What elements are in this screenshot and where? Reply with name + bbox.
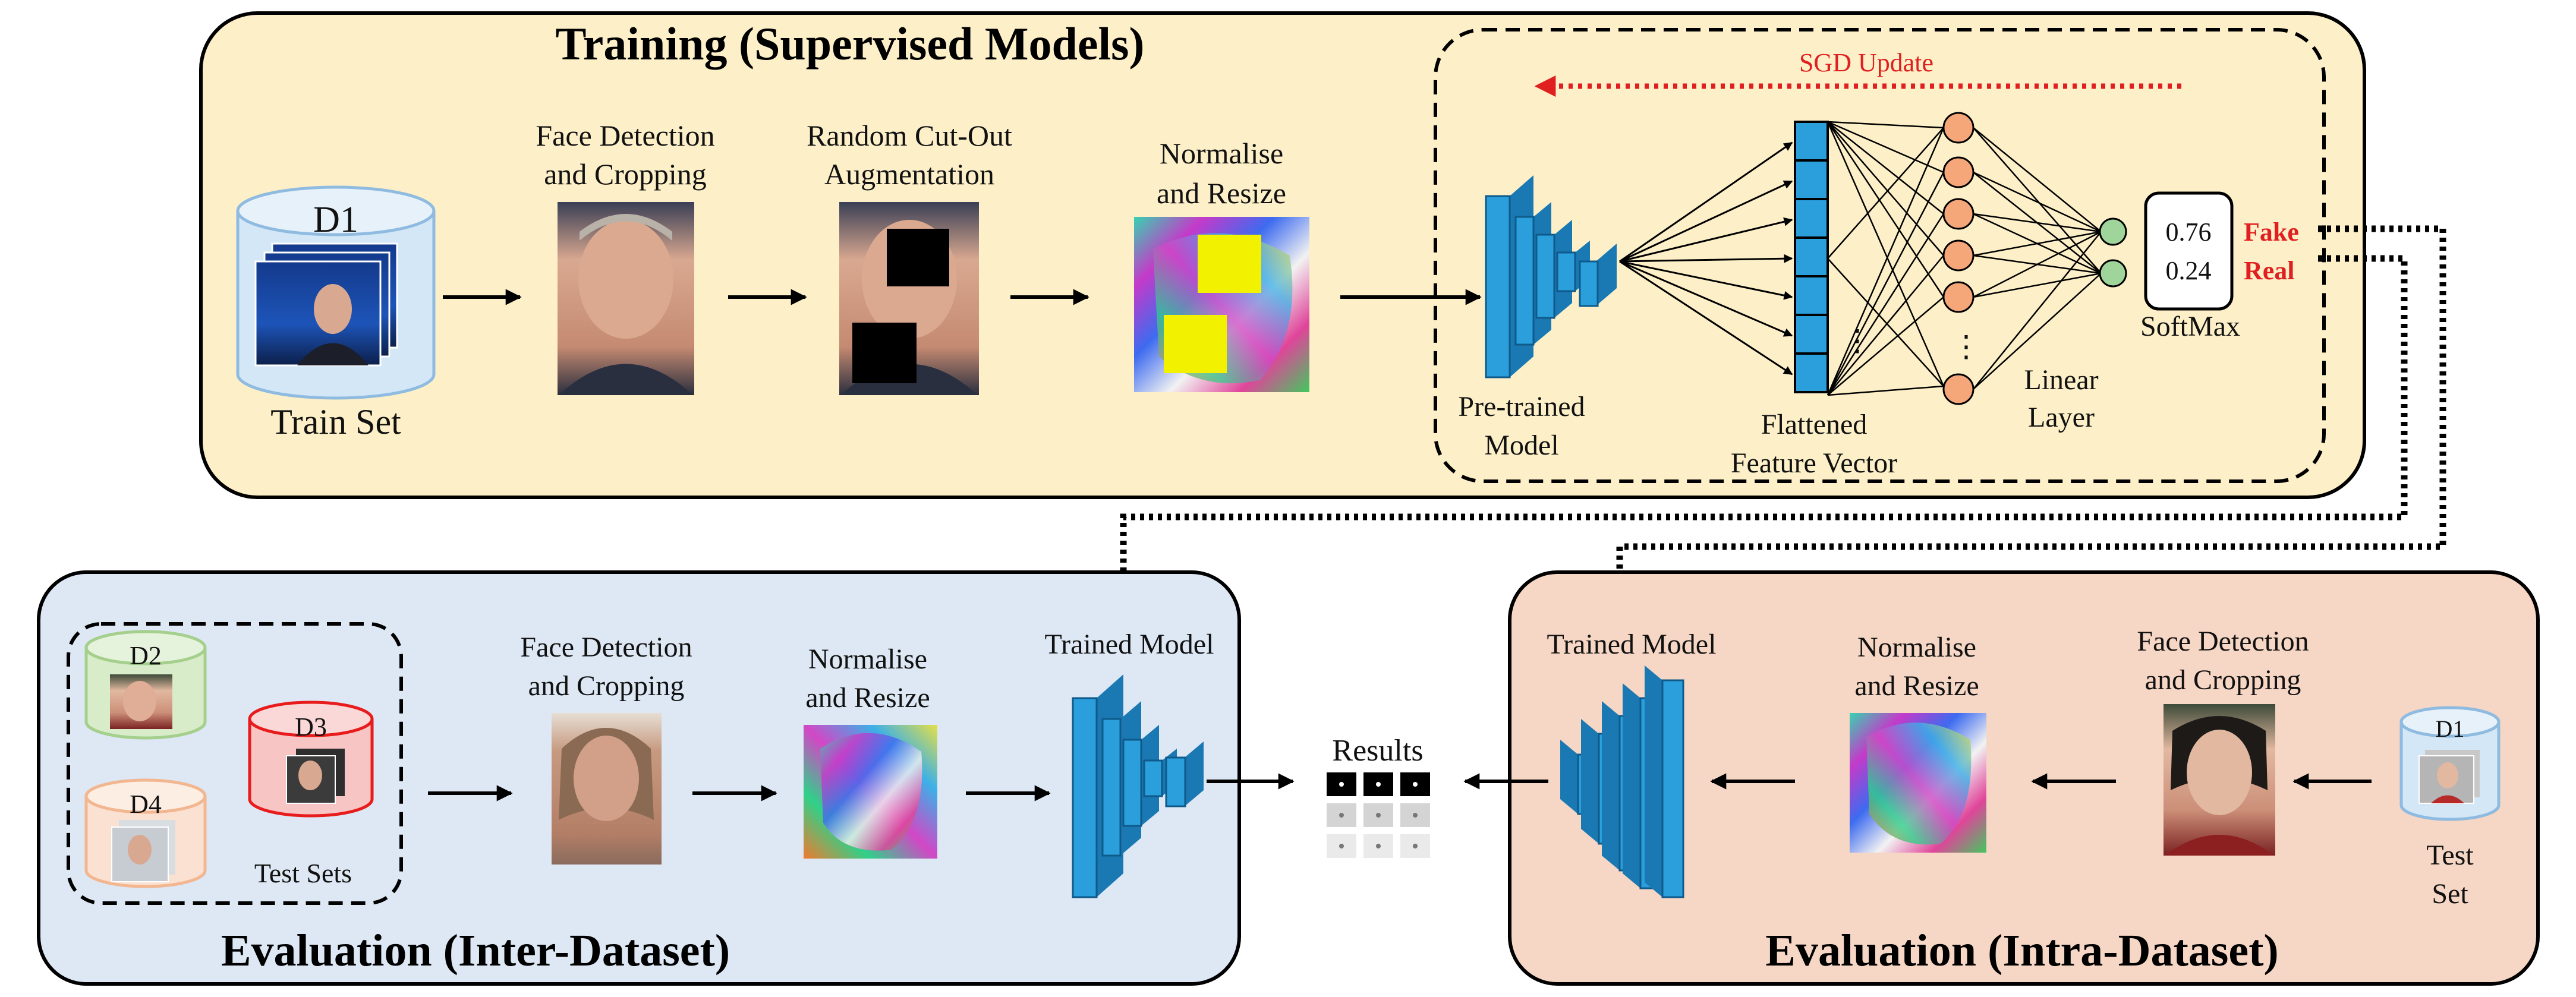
cutout-stage: Random Cut-Out Augmentation — [807, 119, 1012, 395]
d2-database: D2 — [84, 630, 207, 740]
linear-label-2: Layer — [2028, 402, 2095, 433]
normalise-stage: Normalise and Resize — [1134, 137, 1309, 392]
linear-label-1: Linear — [2024, 364, 2098, 396]
normalise-label-2: and Resize — [1157, 176, 1286, 210]
intra-dataset-panel: Evaluation (Intra-Dataset) Trained Model… — [1463, 570, 2540, 986]
inter-normalise-label-1: Normalise — [808, 643, 927, 675]
cutout-patch-1 — [887, 229, 949, 286]
intra-face-detection-stage: Face Detection and Cropping — [2137, 626, 2309, 856]
softmax-box: 0.76 0.24 Fake Real — [2144, 191, 2299, 311]
linear-dots: ⋮ — [1951, 330, 1981, 363]
intra-normalise-label-2: and Resize — [1854, 670, 1979, 702]
output-neuron-real — [2099, 259, 2127, 288]
cutout-yellow-patch-1 — [1198, 235, 1261, 293]
connector-to-inter — [1109, 255, 2408, 606]
d4-database: D4 — [84, 778, 207, 888]
inter-face-label-1: Face Detection — [520, 632, 692, 663]
sgd-update-label: SGD Update — [1799, 48, 1933, 77]
linear-to-output-connections — [1973, 127, 2102, 390]
intra-d1-label: D1 — [2436, 715, 2465, 742]
connector-to-intra — [1605, 225, 2446, 606]
flattened-label-1: Flattened — [1761, 409, 1868, 440]
training-title: Training (Supervised Models) — [556, 18, 1145, 70]
test-sets-label: Test Sets — [254, 858, 352, 888]
cutout-label-2: Augmentation — [824, 157, 994, 191]
inter-face-detection-stage: Face Detection and Cropping — [520, 632, 692, 865]
vector-to-linear-connections — [1826, 121, 1945, 396]
train-set-label: Train Set — [270, 402, 401, 441]
training-panel: Training (Supervised Models) D1 Train Se… — [199, 11, 2366, 499]
results-grid: Results — [1327, 734, 1430, 858]
inter-dataset-panel: Evaluation (Inter-Dataset) D2 D4 D3 — [37, 570, 1295, 986]
intra-trained-model-label: Trained Model — [1547, 629, 1717, 660]
pretrained-label-1: Pre-trained — [1458, 391, 1585, 422]
results-label: Results — [1332, 734, 1423, 768]
softmax-label: SoftMax — [2140, 311, 2240, 342]
vector-dots: ⋮ — [1843, 324, 1872, 357]
d3-label: D3 — [295, 712, 327, 742]
sgd-update: SGD Update — [1534, 48, 2181, 97]
intra-d1-database: D1 — [2399, 706, 2501, 821]
intra-face-label-1: Face Detection — [2137, 626, 2309, 657]
cutout-yellow-patch-2 — [1164, 315, 1227, 373]
inter-title: Evaluation (Inter-Dataset) — [221, 926, 730, 976]
train-set-database: D1 Train Set — [236, 185, 436, 441]
intra-trained-model-icon — [1560, 665, 1684, 898]
prob-fake: 0.76 — [2166, 217, 2212, 247]
inter-normalise-label-2: and Resize — [805, 682, 930, 714]
inter-normalise-stage: Normalise and Resize — [804, 643, 937, 859]
pretrained-label-2: Model — [1484, 430, 1558, 461]
intra-test-label-2: Set — [2432, 878, 2468, 910]
model-to-vector-connections — [1619, 141, 1793, 376]
prob-real: 0.24 — [2166, 256, 2212, 285]
intra-title: Evaluation (Intra-Dataset) — [1765, 926, 2278, 976]
intra-face-label-2: and Cropping — [2145, 664, 2301, 696]
face-detection-label-1: Face Detection — [536, 119, 714, 152]
inter-trained-model-icon — [1072, 674, 1204, 898]
intra-test-label-1: Test — [2426, 840, 2474, 871]
label-real: Real — [2244, 256, 2295, 285]
normalise-label-1: Normalise — [1160, 137, 1283, 170]
inter-face-label-2: and Cropping — [528, 670, 685, 702]
train-frames-stack — [254, 242, 398, 367]
face-detection-stage: Face Detection and Cropping — [536, 119, 715, 395]
d3-database: D3 — [248, 701, 374, 818]
model-dashed-box — [1434, 28, 2326, 483]
label-fake: Fake — [2244, 217, 2299, 247]
trained-model-connectors — [1109, 225, 2446, 606]
output-neuron-fake — [2099, 217, 2127, 246]
intra-normalise-stage: Normalise and Resize — [1850, 632, 1986, 853]
cutout-patch-2 — [852, 323, 917, 383]
pretrained-model-icon — [1485, 175, 1617, 378]
d2-label: D2 — [130, 641, 162, 670]
face-detection-label-2: and Cropping — [544, 157, 707, 191]
d4-label: D4 — [130, 790, 162, 819]
train-db-label: D1 — [313, 200, 358, 240]
inter-trained-model-label: Trained Model — [1045, 629, 1214, 660]
flattened-label-2: Feature Vector — [1731, 447, 1897, 479]
intra-normalise-label-1: Normalise — [1857, 632, 1976, 663]
cutout-label-1: Random Cut-Out — [807, 119, 1012, 152]
feature-vector — [1794, 121, 1829, 393]
